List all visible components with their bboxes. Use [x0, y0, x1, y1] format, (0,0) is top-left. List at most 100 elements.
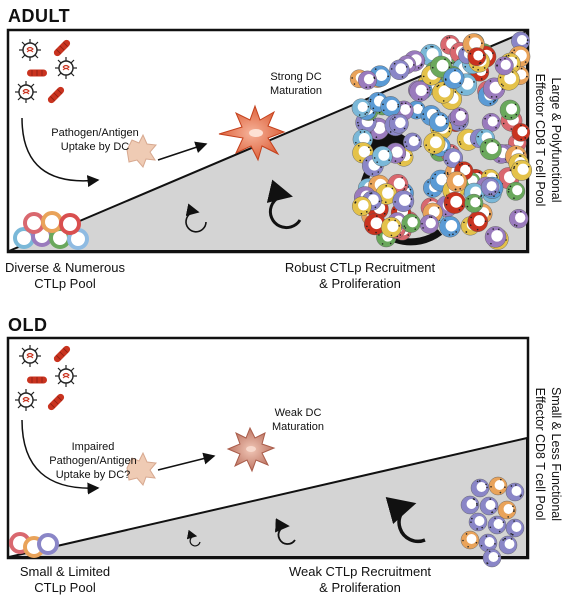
t-cell-icon — [511, 123, 531, 142]
adult-pool-caption: Diverse & Numerous CTLp Pool — [0, 260, 130, 292]
virus-icon — [14, 80, 38, 104]
adult-effector-pool — [349, 31, 533, 250]
old-side-label-line2: Effector CD8 T cell Pool — [533, 387, 547, 521]
t-cell-icon — [443, 191, 466, 214]
adult-panel-title: ADULT — [8, 6, 71, 26]
t-cell-icon — [380, 96, 401, 117]
t-cell-icon — [351, 98, 371, 118]
proliferation-cycle-icon — [185, 203, 207, 233]
adult-ctlp-pool — [13, 211, 89, 250]
proliferation-cycle-icon — [385, 497, 426, 544]
t-cell-icon — [468, 512, 488, 532]
t-cell-icon — [464, 193, 484, 213]
uptake-arrow-icon — [21, 117, 100, 188]
t-cell-icon — [511, 159, 533, 181]
t-cell-icon — [389, 59, 410, 80]
adult-recruit-caption-line1: Robust CTLp Recruitment — [284, 260, 436, 275]
t-cell-icon — [401, 213, 421, 233]
proliferation-cycle-icon — [275, 518, 296, 545]
old-pool-caption-line2: CTLp Pool — [34, 580, 96, 595]
t-cell-icon — [460, 495, 480, 515]
t-cell-icon — [352, 196, 372, 217]
maturation-arrow-icon — [157, 141, 208, 161]
t-cell-icon — [488, 476, 508, 496]
t-cell-icon — [41, 211, 63, 233]
old-panel-title: OLD — [8, 315, 48, 335]
old-pool-caption-line1: Small & Limited — [19, 564, 111, 579]
old-ctlp-pool — [9, 532, 59, 558]
t-cell-icon — [439, 216, 461, 238]
t-cell-icon — [409, 80, 431, 102]
old-effector-pool — [460, 476, 525, 568]
adult-recruit-caption-line2: & Proliferation — [319, 276, 401, 291]
t-cell-icon — [443, 67, 465, 89]
uptake-arrow-icon — [21, 419, 100, 495]
proliferation-cycle-icon — [266, 179, 302, 230]
t-cell-icon — [481, 113, 501, 132]
old-dc-label: Weak DC Maturation — [258, 406, 338, 434]
adult-side-label: Large & Polyfunctional Effector CD8 T ce… — [532, 40, 564, 240]
t-cell-icon — [449, 107, 469, 127]
bacteria-icon — [26, 69, 48, 77]
t-cell-icon — [419, 214, 439, 234]
t-cell-icon — [497, 500, 517, 520]
t-cell-icon — [484, 226, 507, 248]
t-cell-icon — [482, 548, 502, 568]
virus-icon — [54, 364, 78, 388]
t-cell-icon — [428, 111, 450, 133]
bacteria-icon — [26, 376, 48, 384]
t-cell-icon — [364, 213, 386, 236]
t-cell-icon — [389, 113, 409, 134]
adult-pool-caption-line1: Diverse & Numerous — [5, 260, 125, 275]
old-panel — [6, 336, 530, 568]
old-side-label: Small & Less Functional Effector CD8 T c… — [532, 354, 564, 554]
adult-panel — [6, 28, 533, 254]
t-cell-icon — [505, 482, 525, 502]
adult-side-label-line1: Large & Polyfunctional — [549, 77, 563, 203]
t-cell-icon — [59, 213, 81, 235]
old-side-label-line1: Small & Less Functional — [549, 386, 563, 522]
mature-dendritic-cell-icon — [218, 104, 286, 162]
t-cell-icon — [443, 148, 463, 168]
adult-uptake-label: Pathogen/Antigen Uptake by DC — [40, 126, 150, 154]
old-uptake-label-line3: Uptake by DC? — [55, 469, 131, 481]
t-cell-icon — [498, 535, 518, 555]
t-cell-icon — [480, 177, 500, 197]
t-cell-icon — [487, 515, 507, 535]
old-uptake-label-line2: Pathogen/Antigen — [49, 455, 137, 467]
immature-dendritic-cell-icon — [126, 133, 157, 168]
adult-uptake-label-line2: Uptake by DC — [60, 141, 130, 153]
proliferation-cycle-icon — [186, 529, 201, 547]
t-cell-icon — [37, 533, 59, 555]
t-cell-icon — [460, 530, 480, 550]
t-cell-icon — [467, 47, 487, 66]
old-uptake-label: Impaired Pathogen/Antigen Uptake by DC? — [38, 440, 148, 482]
virus-icon — [54, 56, 78, 80]
old-dc-label-line1: Weak DC — [274, 407, 322, 419]
t-cell-icon — [381, 217, 402, 238]
adult-side-label-line2: Effector CD8 T cell Pool — [533, 73, 547, 207]
t-cell-icon — [467, 211, 489, 232]
immature-dendritic-cell-icon — [126, 451, 157, 486]
old-uptake-label-line1: Impaired — [71, 441, 115, 453]
virus-icon — [14, 388, 38, 412]
t-cell-icon — [470, 478, 490, 498]
t-cell-icon — [499, 99, 521, 121]
old-response-wedge — [8, 436, 528, 558]
t-cell-icon — [358, 70, 378, 90]
t-cell-icon — [446, 171, 468, 192]
old-pool-caption: Small & Limited CTLp Pool — [0, 564, 130, 596]
t-cell-icon — [23, 212, 45, 234]
t-cell-icon — [403, 132, 422, 152]
t-cell-icon — [479, 496, 499, 516]
adult-recruit-caption: Robust CTLp Recruitment & Proliferation — [270, 260, 450, 292]
t-cell-icon — [494, 56, 514, 76]
maturation-arrow-icon — [157, 452, 216, 471]
old-recruit-caption-line2: & Proliferation — [319, 580, 401, 595]
weak-dendritic-cell-icon — [226, 426, 276, 473]
adult-dc-label-line2: Maturation — [270, 85, 322, 97]
adult-uptake-label-line1: Pathogen/Antigen — [51, 127, 139, 139]
t-cell-icon — [506, 181, 526, 201]
adult-dc-label-line1: Strong DC — [270, 71, 322, 83]
